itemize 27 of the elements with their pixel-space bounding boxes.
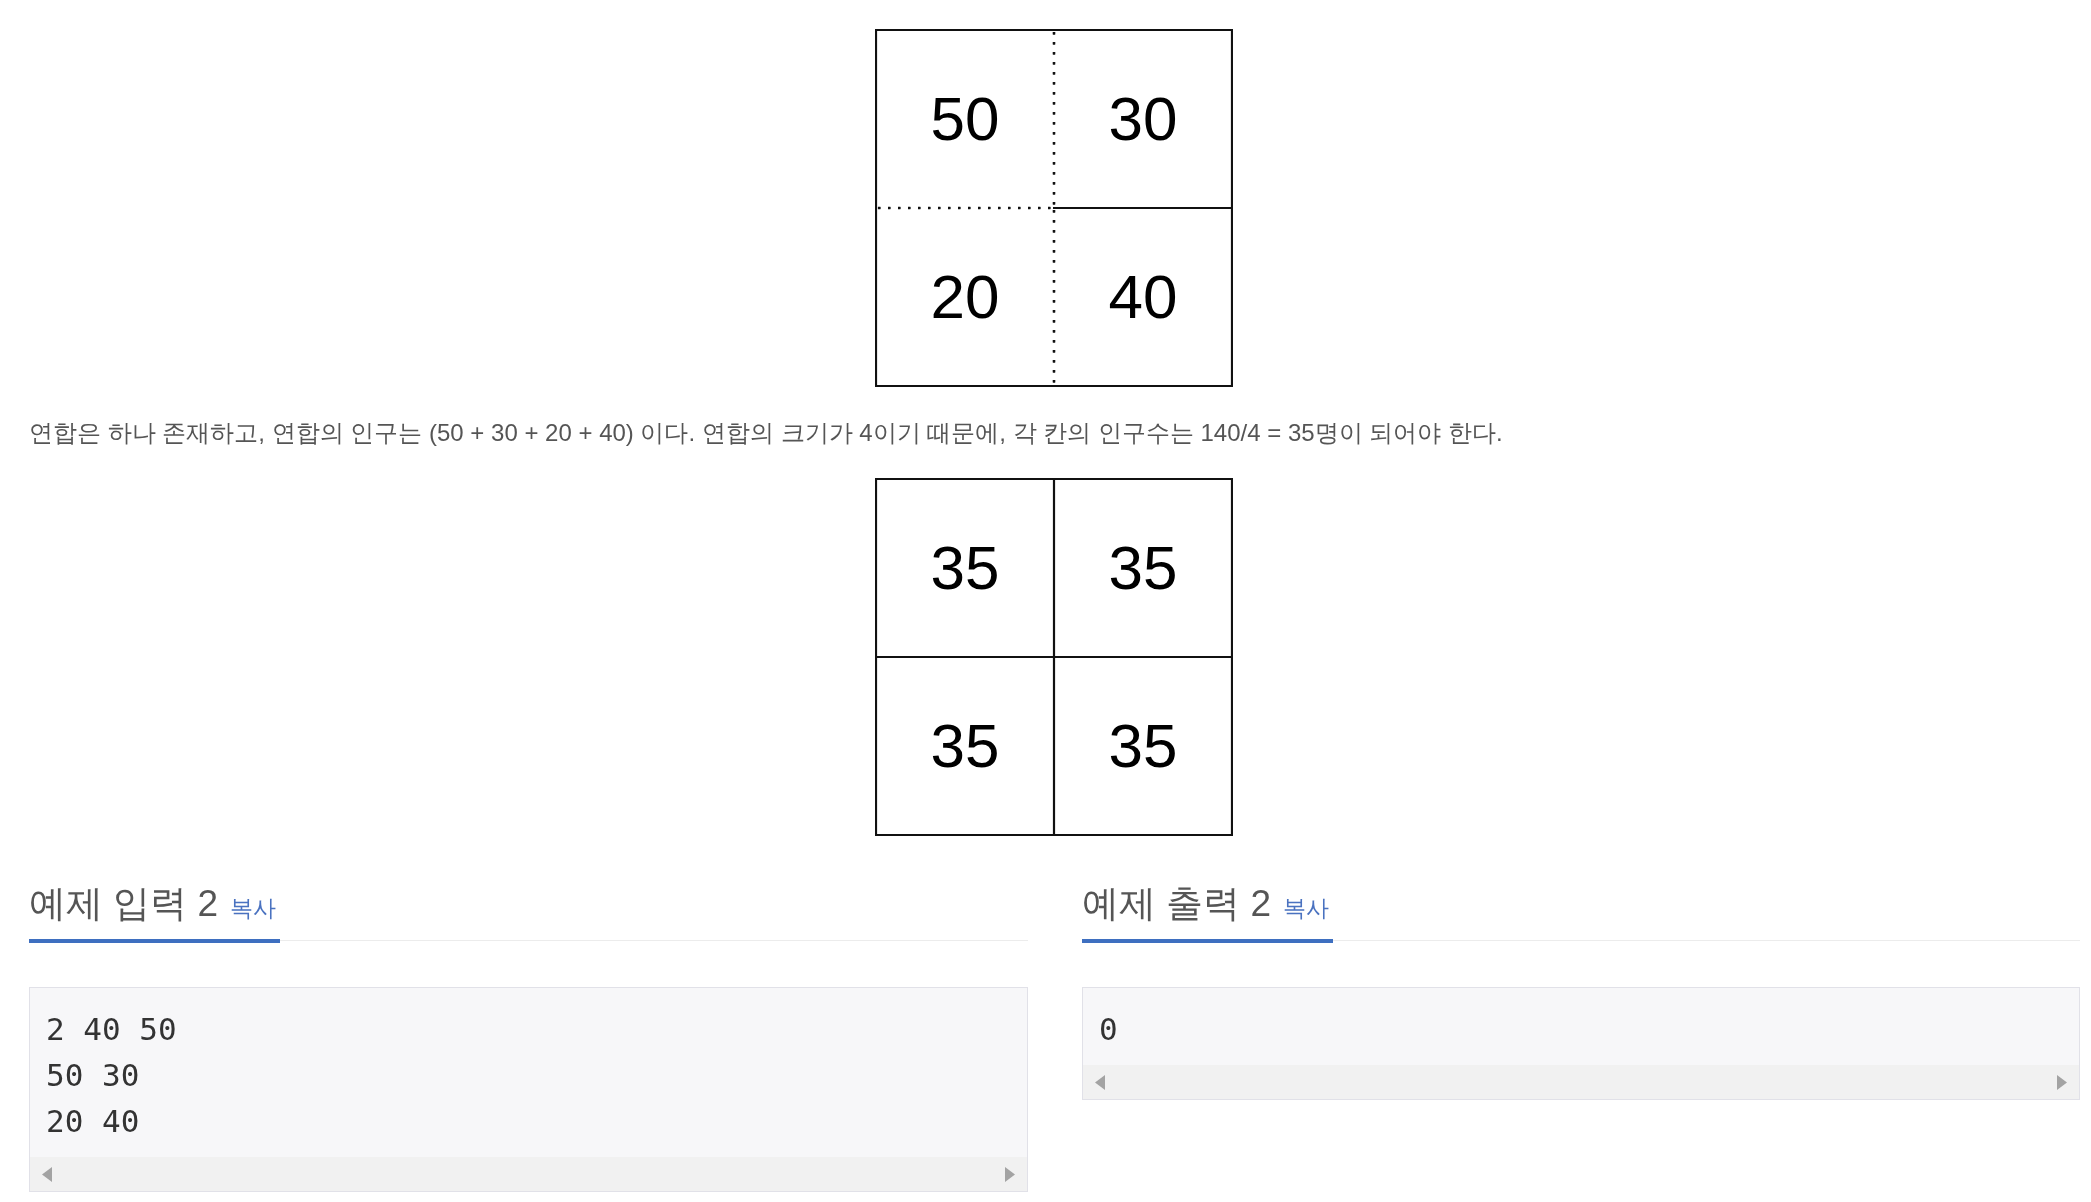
code-line: 50 30 [46,1056,140,1095]
code-block [1082,987,2080,1100]
grid-cell [1053,29,1233,209]
grid-cell [875,478,1055,658]
section-heading: 예제 출력 2 [1082,882,1272,926]
cell-value: 35 [930,715,1000,777]
copy-link: 복사 [1283,894,1330,923]
code-block [29,987,1028,1192]
cell-value: 20 [930,266,1000,328]
grid-cell [1053,656,1233,836]
copy-link: 복사 [230,894,277,923]
grid-cell [875,29,1055,209]
cell-value: 50 [930,88,1000,150]
grid-cell [875,656,1055,836]
description-text: 연합은 하나 존재하고, 연합의 인구는 (50 + 30 + 20 + 40) 이다. 연합의 크기가 4이기 때문에, 각 칸의 인구수는 140/4 = 35명이 되어야 한다. [29,418,1503,448]
grid-cell [1053,207,1233,387]
cell-value: 40 [1108,266,1178,328]
code-line: 0 [1099,1010,1118,1049]
grid-cell [1053,478,1233,658]
cell-value: 35 [1108,715,1178,777]
section-heading: 예제 입력 2 [29,882,219,926]
code-line: 2 40 50 [46,1010,177,1049]
grid-cell [875,207,1055,387]
cell-value: 30 [1108,88,1178,150]
cell-value: 35 [1108,537,1178,599]
cell-value: 35 [930,537,1000,599]
code-line: 20 40 [46,1102,140,1141]
